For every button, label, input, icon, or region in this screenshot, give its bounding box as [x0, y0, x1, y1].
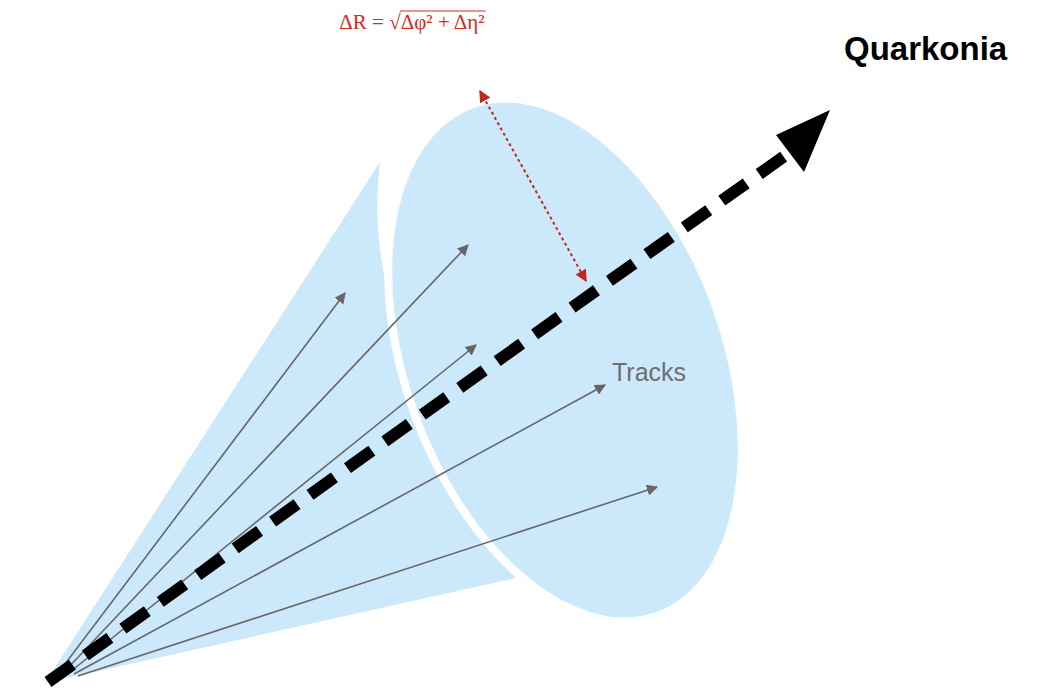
- tracks-label: Tracks: [612, 358, 686, 387]
- formula-label: ΔR = √Δφ² + Δη²: [339, 10, 484, 35]
- quarkonia-arrowhead: [776, 110, 830, 172]
- quarkonia-axis: [48, 152, 790, 682]
- delta-r-arrow: [480, 91, 586, 281]
- title-label: Quarkonia: [844, 30, 1007, 68]
- cone-mouth: [322, 50, 809, 671]
